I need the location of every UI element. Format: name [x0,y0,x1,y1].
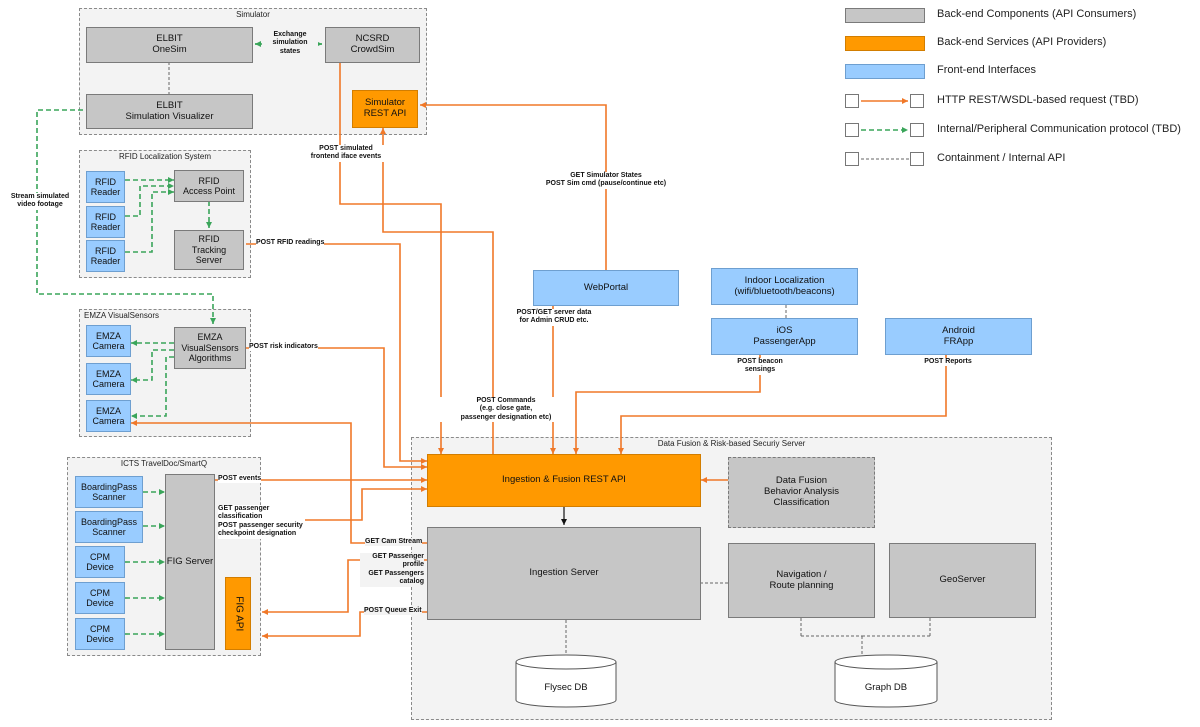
cpm-device-2: CPM Device [75,582,125,614]
geoserver-box: GeoServer [889,543,1036,618]
label-stream-video: Stream simulated video footage [2,193,78,210]
legend-swatch-orange [845,36,925,51]
rfid-access-point-box: RFID Access Point [174,170,244,202]
label-post-risk: POST risk indicators [249,343,318,352]
label-post-commands: POST Commands (e.g. close gate, passenge… [440,397,572,423]
label-post-queue-exit: POST Queue Exit [364,607,422,616]
emza-camera-2: EMZA Camera [86,363,131,395]
ingestion-server-box: Ingestion Server [427,527,701,620]
legend-internal-to [910,123,924,137]
legend-swatch-gray [845,8,925,23]
legend-containment-from [845,152,859,166]
boardingpass-scanner-2: BoardingPass Scanner [75,511,143,543]
legend-text-internal: Internal/Peripheral Communication protoc… [937,123,1181,135]
emza-algorithms-box: EMZA VisualSensors Algorithms [174,327,246,369]
label-get-sim-states: GET Simulator States POST Sim cmd (pause… [535,172,677,189]
flysec-db-shape [515,654,617,708]
legend-text-orange: Back-end Services (API Providers) [937,36,1107,48]
fusion-group-title: Data Fusion & Risk-based Securiy Server [657,439,806,448]
legend-text-containment: Containment / Internal API [937,152,1066,164]
navigation-box: Navigation / Route planning [728,543,875,618]
legend-text-gray: Back-end Components (API Consumers) [937,8,1137,20]
label-get-passenger-classification: GET passenger classification POST passen… [218,505,303,539]
legend-lines [861,98,911,160]
label-get-passenger-profile: GET Passenger profile GET Passengers cat… [360,553,424,587]
icts-group-title: ICTS TravelDoc/SmartQ [120,459,208,468]
fig-server-box: FIG Server [165,474,215,650]
simulator-group-title: Simulator [236,10,270,19]
android-app-box: Android FRApp [885,318,1032,355]
boardingpass-scanner-1: BoardingPass Scanner [75,476,143,508]
rfid-reader-3: RFID Reader [86,240,125,272]
sim-visualizer-box: ELBIT Simulation Visualizer [86,94,253,129]
graph-db: Graph DB [835,668,937,708]
label-post-simulated-events: POST simulated frontend iface events [300,145,392,162]
indoor-localization-box: Indoor Localization (wifi/bluetooth/beac… [711,268,858,305]
legend-internal-from [845,123,859,137]
cpm-device-3: CPM Device [75,618,125,650]
rfid-tracking-server-box: RFID Tracking Server [174,230,244,270]
crowdsim-box: NCSRD CrowdSim [325,27,420,63]
cpm-device-1: CPM Device [75,546,125,578]
ios-app-box: iOS PassengerApp [711,318,858,355]
label-post-beacon: POST beacon sensings [732,358,788,375]
fig-api-box: FIG API [225,577,251,650]
containment-lines [168,62,931,658]
label-post-events: POST events [218,475,262,484]
sim-rest-api-box: Simulator REST API [352,90,418,128]
graph-db-label: Graph DB [864,682,908,693]
label-post-rfid: POST RFID readings [256,239,325,248]
flysec-db-label: Flysec DB [544,682,588,693]
onesim-box: ELBIT OneSim [86,27,253,63]
rfid-reader-2: RFID Reader [86,206,125,238]
emza-camera-3: EMZA Camera [86,400,131,432]
ingestion-fusion-api-box: Ingestion & Fusion REST API [427,454,701,507]
graph-db-shape [834,654,938,708]
label-get-cam-stream: GET Cam Stream [365,538,423,547]
legend-text-blue: Front-end Interfaces [937,64,1037,76]
data-fusion-box: Data Fusion Behavior Analysis Classifica… [728,457,875,528]
legend-swatch-blue [845,64,925,79]
legend-text-http: HTTP REST/WSDL-based request (TBD) [937,94,1139,106]
emza-group-title: EMZA VisualSensors [84,311,159,320]
rfid-reader-1: RFID Reader [86,171,125,203]
legend-http-to [910,94,924,108]
fig-api-label: FIG API [232,595,244,632]
rfid-group-title: RFID Localization System [118,152,212,161]
flysec-db: Flysec DB [516,668,616,708]
legend-containment-to [910,152,924,166]
webportal-box: WebPortal [533,270,679,306]
label-exchange-states: Exchange simulation states [262,31,318,57]
label-post-reports: POST Reports [920,358,976,367]
legend-http-from [845,94,859,108]
label-post-get-server-data: POST/GET server data for Admin CRUD etc. [508,309,600,326]
emza-camera-1: EMZA Camera [86,325,131,357]
